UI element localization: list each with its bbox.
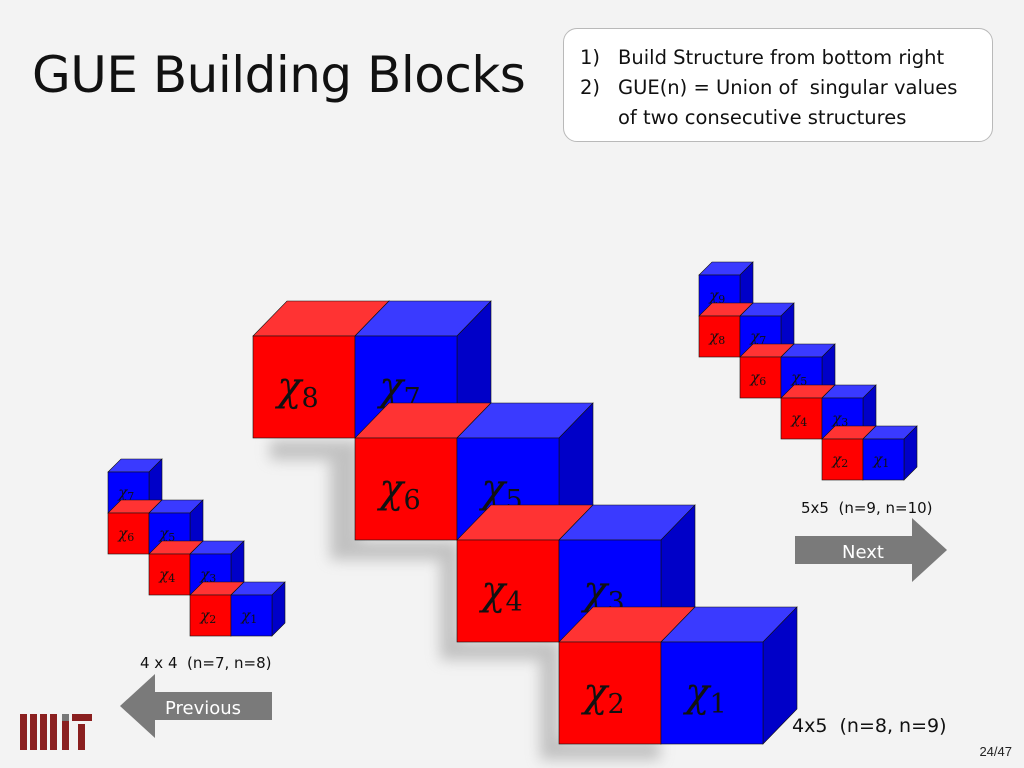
note-item-2: 2) GUE(n) = Union of singular values	[580, 73, 992, 103]
cube-front-face	[107, 512, 150, 555]
cube-front-face	[354, 437, 458, 541]
note-item-3: of two consecutive structures	[580, 103, 992, 133]
main-structure-caption: 4x5 (n=8, n=9)	[792, 715, 947, 737]
cube-front-face	[252, 335, 356, 439]
right-arrow-icon	[795, 518, 947, 582]
cube-χ1: χ1	[230, 581, 286, 637]
cube-label: χ8	[274, 364, 318, 414]
cube-χ1: χ1	[862, 425, 918, 481]
cube-label: χ2	[580, 670, 624, 720]
left-structure-caption: 4 x 4 (n=7, n=8)	[140, 654, 272, 672]
cube-front-face	[780, 397, 823, 440]
right-structure: χ9 χ8 χ7 χ6 χ5 χ4 χ3 χ2 χ1	[698, 261, 918, 481]
cube-label: χ1	[240, 606, 257, 626]
next-button[interactable]: Next	[795, 518, 947, 582]
cube-χ2: χ2	[558, 606, 696, 745]
cube-label: χ6	[117, 524, 134, 544]
cube-label: χ2	[199, 606, 216, 626]
cube-label: χ1	[872, 450, 889, 470]
cube-label: χ4	[478, 568, 522, 618]
cube-label: χ9	[708, 286, 725, 306]
cube-front-face	[821, 438, 864, 481]
cube-front-face	[189, 594, 232, 637]
cube-label: χ5	[158, 524, 175, 544]
previous-button-label: Previous	[165, 698, 241, 719]
cube-front-face	[739, 356, 782, 399]
cube-front-face	[230, 594, 273, 637]
cube-label: χ4	[158, 565, 175, 585]
note-number: 2)	[580, 76, 601, 99]
cube-label: χ5	[790, 368, 807, 388]
left-structure: χ7 χ6 χ5 χ4 χ3 χ2 χ1	[107, 458, 286, 637]
note-text: Build Structure from bottom right	[618, 46, 945, 69]
cube-front-face	[660, 641, 764, 745]
cube-label: χ8	[708, 327, 725, 347]
cube-label: χ4	[790, 409, 807, 429]
slide-number: 24/47	[979, 744, 1012, 759]
cube-front-face	[558, 641, 662, 745]
cube-label: χ7	[117, 483, 134, 503]
previous-button[interactable]: Previous	[120, 674, 272, 738]
cube-front-face	[862, 438, 905, 481]
note-text: of two consecutive structures	[618, 106, 907, 129]
notes-box: 1) Build Structure from bottom right 2) …	[563, 28, 993, 142]
cube-label: χ3	[199, 565, 216, 585]
right-structure-caption: 5x5 (n=9, n=10)	[801, 499, 933, 517]
mit-logo	[20, 714, 92, 750]
cube-front-face	[456, 539, 560, 643]
note-text: GUE(n) = Union of singular values	[618, 76, 958, 99]
cube-label: χ3	[831, 409, 848, 429]
cube-label: χ6	[749, 368, 766, 388]
cube-label: χ7	[749, 327, 766, 347]
cube-label: χ6	[376, 466, 420, 516]
next-button-label: Next	[842, 542, 884, 563]
note-item-1: 1) Build Structure from bottom right	[580, 43, 992, 73]
note-number: 1)	[580, 46, 601, 69]
cube-front-face	[698, 315, 741, 358]
left-arrow-icon	[120, 674, 272, 738]
slide-title: GUE Building Blocks	[32, 46, 526, 104]
cube-χ1: χ1	[660, 606, 798, 745]
cube-front-face	[148, 553, 191, 596]
cube-label: χ1	[682, 670, 726, 720]
cube-label: χ2	[831, 450, 848, 470]
